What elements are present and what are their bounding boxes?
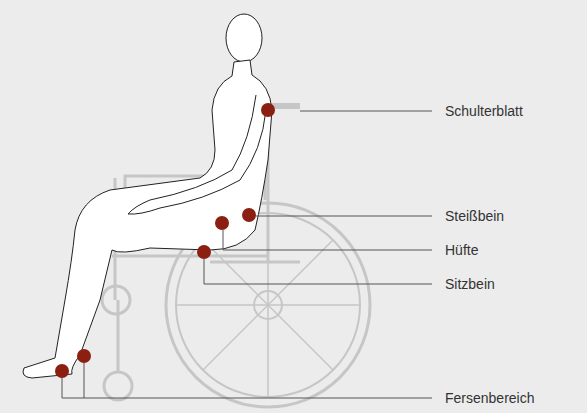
leader-line	[84, 363, 85, 398]
part-label: Hüfte	[445, 242, 478, 259]
leader-line	[256, 216, 432, 217]
pressure-dot	[242, 208, 256, 222]
front-caster	[104, 372, 132, 400]
part-label: Schulterblatt	[445, 103, 523, 120]
pressure-points	[55, 103, 275, 378]
part-label: Steißbein	[445, 208, 504, 225]
part-label: Sitzbein	[445, 276, 495, 293]
leader-line	[300, 111, 432, 112]
person-silhouette	[23, 14, 272, 378]
pressure-dot	[197, 245, 211, 259]
seat-tube	[112, 255, 268, 258]
leader-lines	[62, 111, 432, 398]
head	[226, 14, 262, 62]
pressure-dot	[215, 216, 229, 230]
leader-line	[62, 378, 432, 398]
part-label: Fersenbereich	[445, 390, 535, 407]
footrest-tube	[117, 300, 120, 372]
pressure-dot	[261, 103, 275, 117]
seat-frame	[210, 261, 300, 264]
pressure-dot	[55, 364, 69, 378]
arm	[128, 95, 266, 214]
leader-line	[223, 230, 432, 250]
pressure-dot	[77, 349, 91, 363]
leader-line	[204, 259, 432, 284]
body	[23, 60, 272, 378]
